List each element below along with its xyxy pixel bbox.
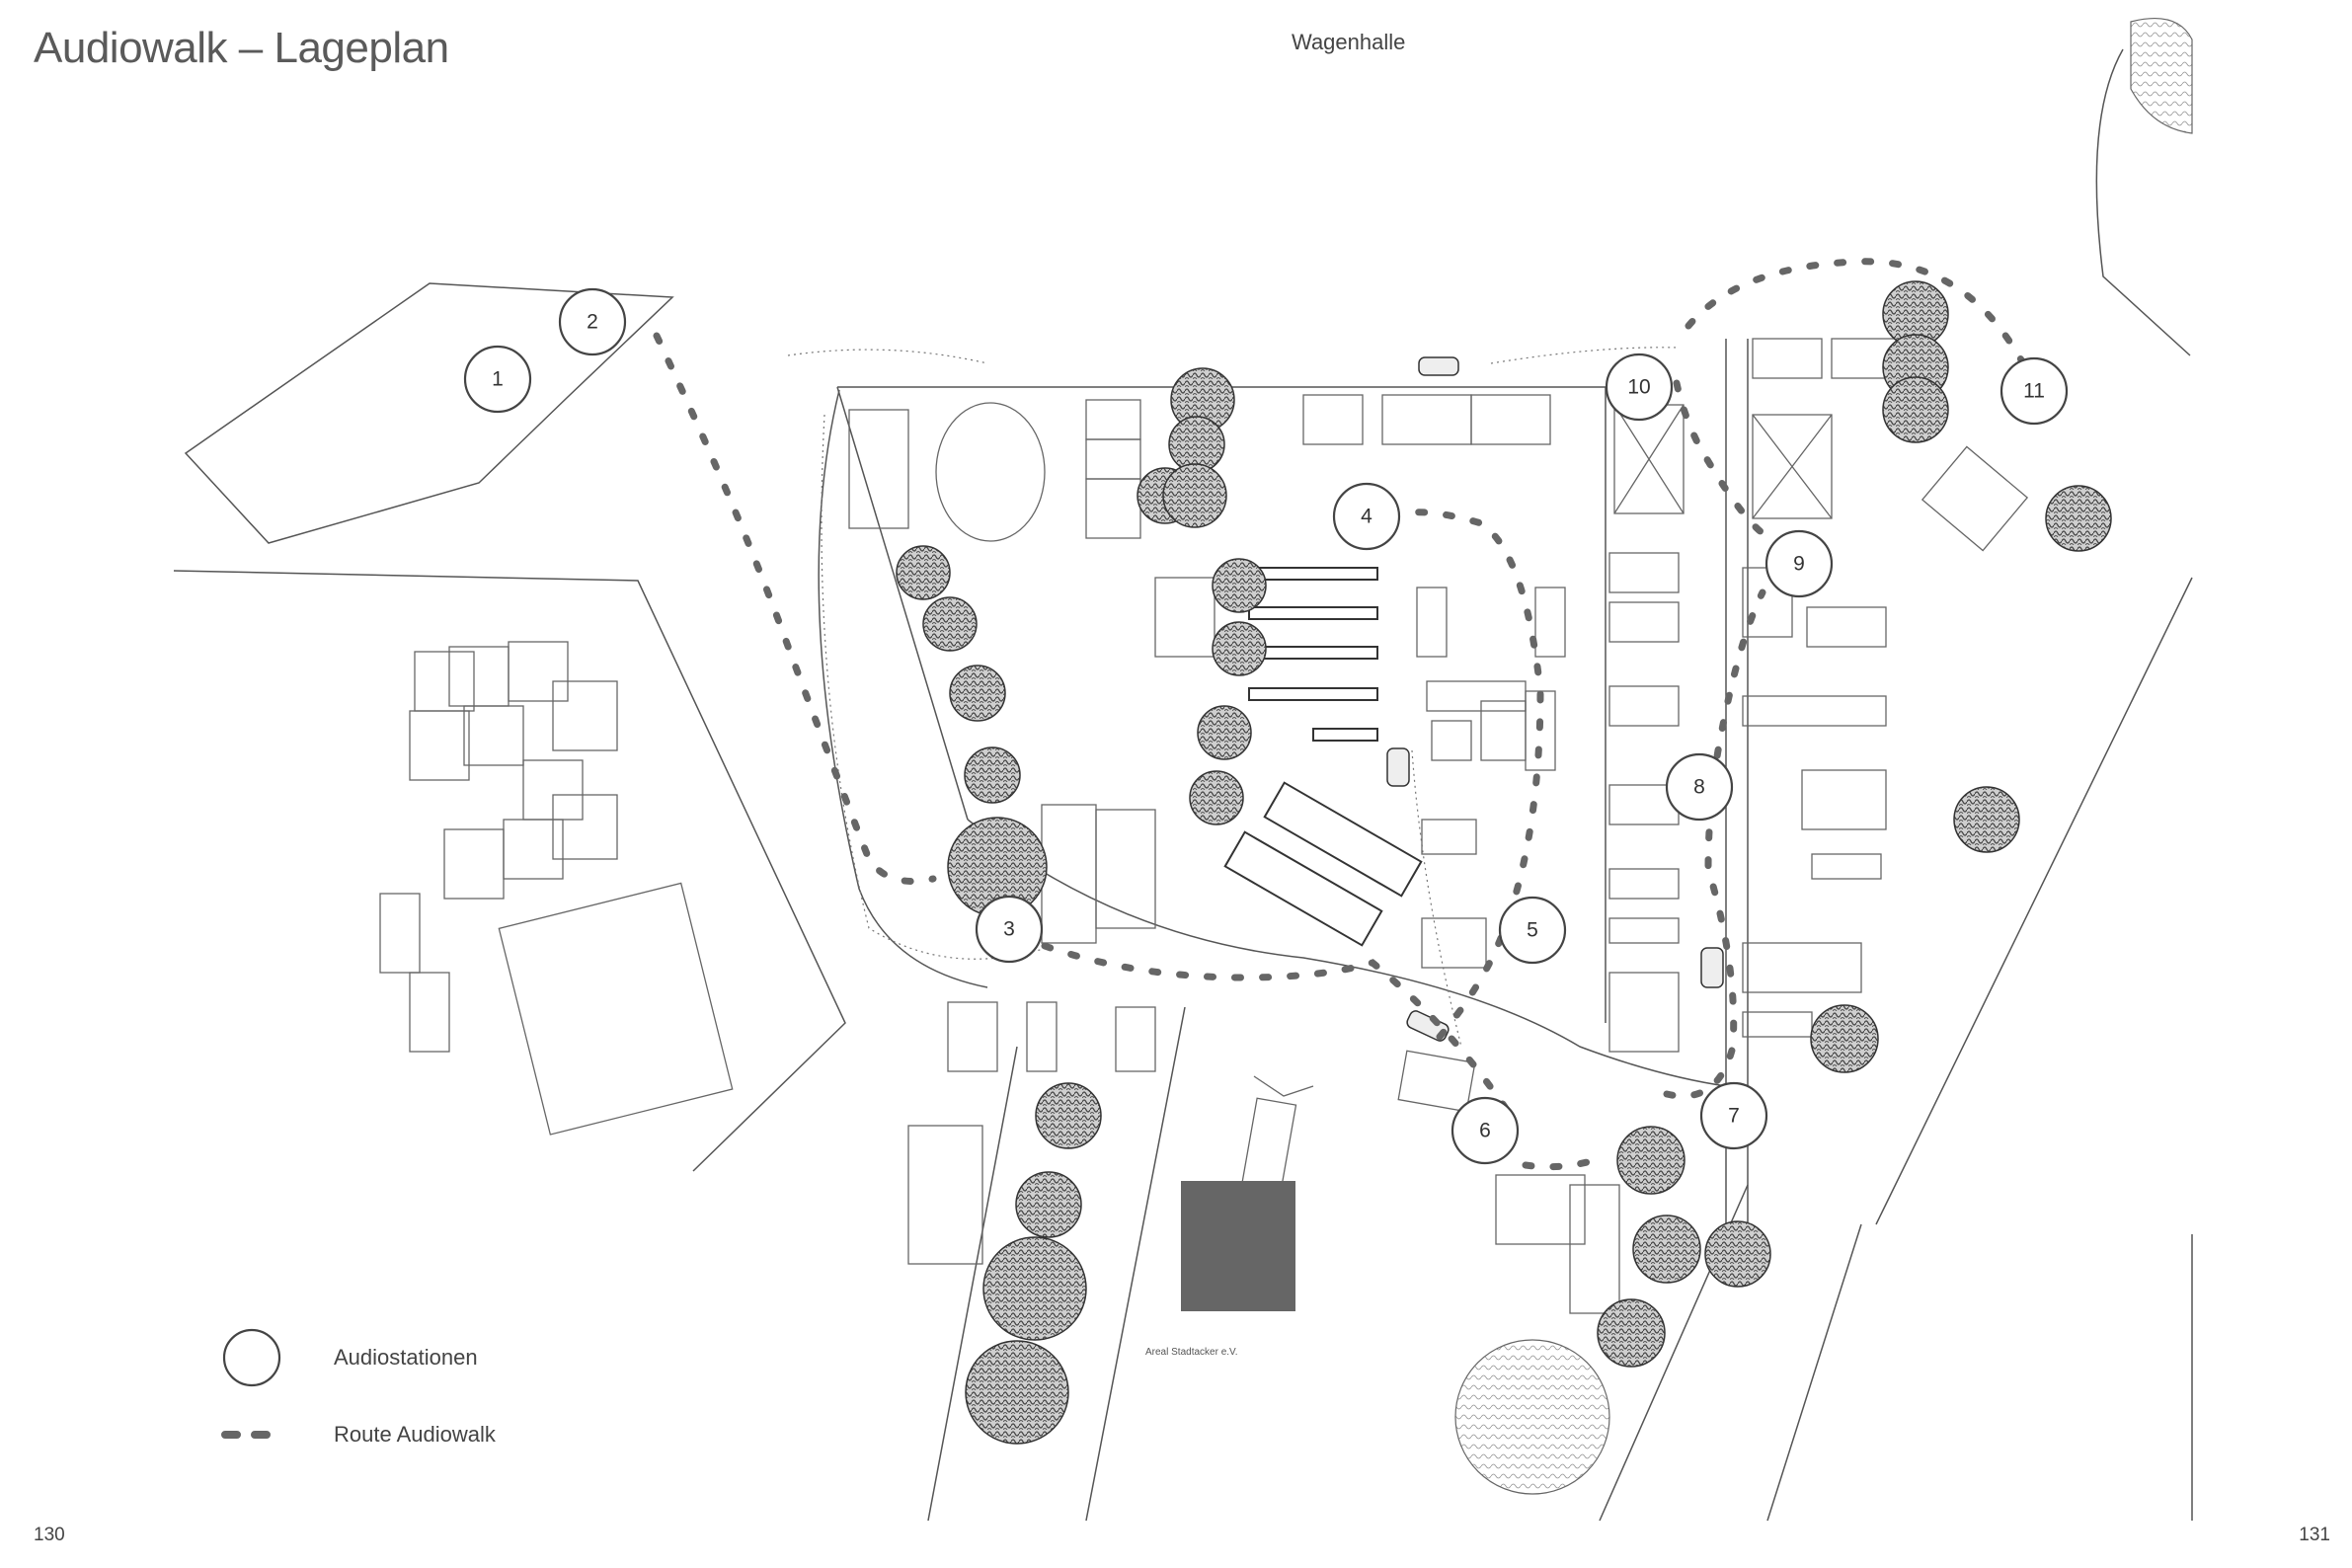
page-number-right: 131	[2299, 1525, 2330, 1545]
center-buildings	[848, 338, 2029, 1053]
light-trees	[1454, 18, 2193, 1495]
station-3-label: 3	[1003, 918, 1015, 941]
station-5	[1498, 896, 1567, 965]
station-9	[1764, 529, 1834, 598]
station-11-label: 11	[2023, 380, 2045, 403]
wagenhalle-label: Wagenhalle	[1292, 30, 1406, 54]
station-4-label: 4	[1361, 506, 1372, 528]
station-7	[1699, 1081, 1768, 1150]
cars	[1386, 356, 1724, 1042]
station-9-label: 9	[1793, 553, 1805, 576]
cross-buildings	[1613, 404, 1833, 519]
lower-structures	[907, 402, 1620, 1314]
route-audiowalk	[653, 258, 2028, 1171]
legend-station-icon	[222, 1328, 281, 1387]
station-6	[1450, 1096, 1520, 1165]
station-5-label: 5	[1527, 919, 1538, 942]
station-2	[558, 287, 627, 356]
audio-stations	[463, 287, 2069, 1165]
station-7-label: 7	[1728, 1105, 1740, 1128]
station-10	[1605, 353, 1674, 422]
station-numbers: 1 2 3 4 5 6 7 8 9 10 11	[492, 311, 2045, 1142]
station-3	[975, 895, 1044, 964]
station-8-label: 8	[1693, 776, 1705, 799]
station-1	[463, 345, 532, 414]
station-4	[1332, 482, 1401, 551]
bar-structures	[1223, 567, 1423, 947]
area-label: Areal Stadtacker e.V.	[1145, 1347, 1238, 1358]
station-6-label: 6	[1479, 1120, 1491, 1142]
left-buildings	[379, 641, 734, 1136]
page-title: Audiowalk – Lageplan	[34, 24, 449, 72]
legend-stations-label: Audiostationen	[334, 1345, 478, 1370]
station-1-label: 1	[492, 368, 504, 391]
legend-route-label: Route Audiowalk	[334, 1422, 496, 1447]
station-10-label: 10	[1627, 376, 1650, 399]
station-11	[1999, 356, 2069, 426]
dotted-paths	[787, 347, 1680, 1048]
page-number-left: 130	[34, 1525, 65, 1545]
trees	[896, 280, 2112, 1445]
station-2-label: 2	[587, 311, 598, 334]
station-8	[1665, 752, 1734, 822]
dark-block	[1181, 1181, 1295, 1311]
